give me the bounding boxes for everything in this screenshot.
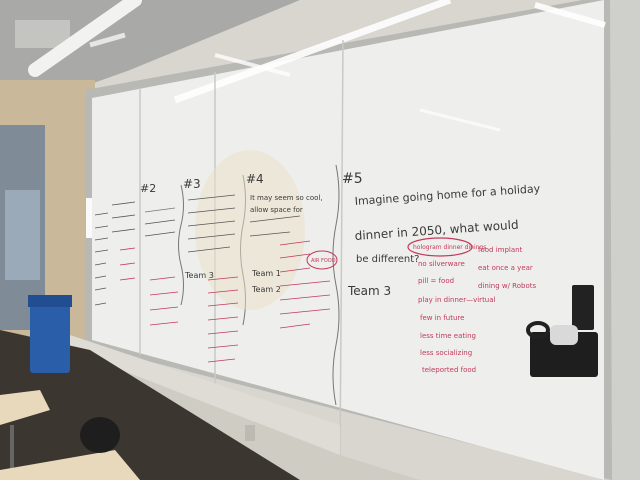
outlet (245, 425, 255, 441)
tape-dispenser (550, 325, 578, 345)
board5-heading: #5 (342, 171, 363, 187)
board4-team1: Team 1 (251, 269, 281, 278)
board5-left-item-2: pill = food (418, 277, 454, 285)
ceiling-vent (15, 20, 70, 48)
board3-heading: #3 (183, 177, 201, 191)
chair (80, 417, 120, 453)
board3-team: Team 3 (184, 271, 214, 280)
board4-circle (306, 250, 338, 270)
board2-heading: #2 (140, 182, 156, 195)
board4-circled: AIR FOOD (311, 258, 336, 264)
panel-3-scribbles (187, 194, 236, 253)
panel-2-scribbles (111, 201, 176, 237)
panel-4-red-scribbles (279, 240, 331, 329)
board5-right-item-1: food implant (478, 246, 523, 254)
paper-note (86, 198, 92, 238)
board5-right-item-3: dining w/ Robots (478, 282, 536, 290)
desk-front (0, 450, 140, 480)
board4-team2: Team 2 (251, 285, 281, 294)
recycling-bin-lid (28, 295, 72, 307)
drawn-divider-3 (332, 164, 340, 406)
floor (0, 330, 300, 480)
board5-left-item-3: play in dinner—virtual (418, 296, 496, 304)
board5-right-item-2: eat once a year (478, 264, 533, 272)
board5-team: Team 3 (347, 284, 391, 298)
board5-left-item-7: teleported food (422, 366, 476, 374)
ceiling-pipe (28, 0, 142, 77)
board5-circle (407, 237, 473, 257)
marker-box (572, 285, 594, 330)
desk-left-leg (10, 425, 14, 480)
scissors (526, 321, 550, 339)
marker-tray (70, 335, 340, 455)
eraser-holder (530, 332, 598, 377)
light-reflection-3 (214, 53, 291, 77)
whiteboard (92, 0, 604, 480)
board5-left-item-6: less socializing (420, 349, 472, 357)
board5-left-item-4: few in future (420, 314, 464, 322)
drawn-divider-1 (178, 184, 184, 306)
panel-1-scribbles (94, 212, 109, 306)
board5-circled: hologram dinner dinings (413, 244, 486, 251)
light-reflection-2 (534, 2, 606, 28)
panel-3-red-scribbles (207, 276, 239, 363)
doorway-window (5, 190, 40, 280)
board4-line2: allow space for (250, 206, 303, 214)
board4-heading: #4 (246, 172, 264, 186)
recycling-bin (30, 298, 70, 373)
board-stain (195, 150, 305, 310)
light-reflection (173, 0, 452, 104)
panel-2-red-scribbles (119, 247, 179, 326)
panel-4-scribbles (249, 215, 301, 237)
light-reflection-4 (419, 108, 501, 132)
panel-seam-3 (339, 39, 344, 461)
board5-left-item-5: less time eating (420, 332, 476, 340)
board5-left-item-1: no silverware (418, 260, 465, 268)
ceiling-pipe-small (89, 32, 126, 48)
desk-left (0, 390, 50, 425)
board5-line3: be different? (356, 254, 419, 265)
board4-line1: It may seem so cool, (250, 194, 323, 202)
